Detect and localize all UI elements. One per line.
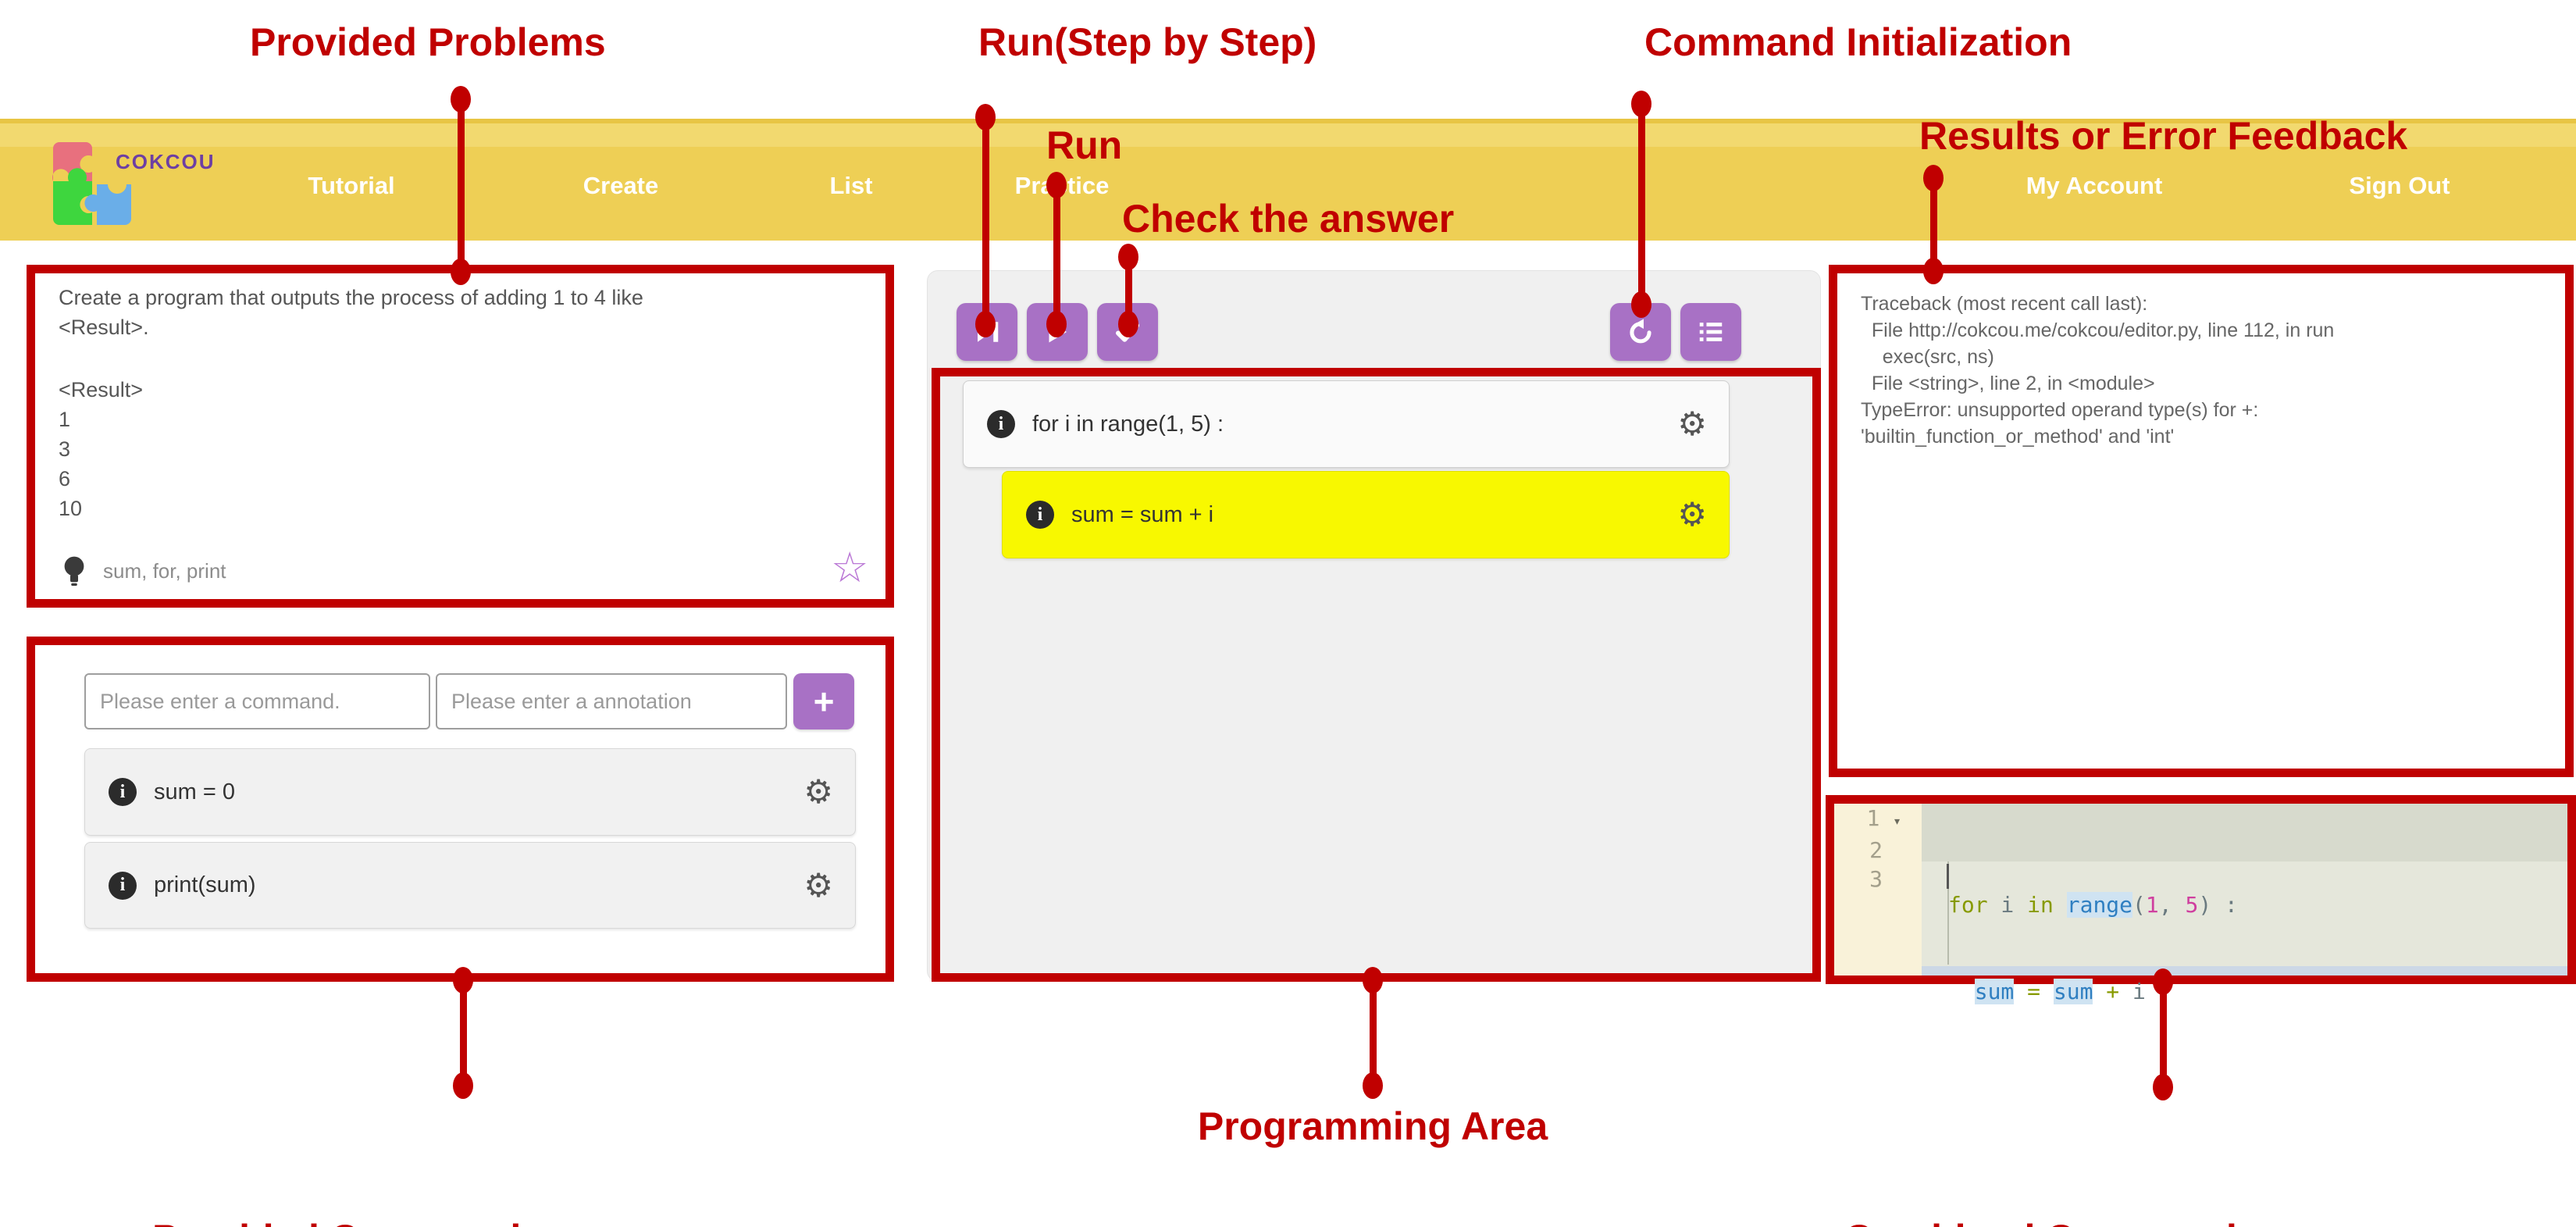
traceback-line: Traceback (most recent call last):	[1861, 293, 2148, 315]
annotation-run: Run	[1046, 123, 1123, 167]
result-value: 3	[59, 437, 71, 461]
traceback-line: File http://cokcou.me/cokcou/editor.py, …	[1861, 319, 2335, 341]
connector-dot	[1631, 291, 1651, 318]
annotation-run-step: Run(Step by Step)	[978, 20, 1317, 64]
connector-dot	[1363, 1072, 1383, 1099]
traceback-line: 'builtin_function_or_method' and 'int'	[1861, 426, 2175, 448]
plus-icon: +	[813, 681, 835, 722]
result-value: 6	[59, 467, 71, 490]
results-output-panel: Traceback (most recent call last): File …	[1829, 265, 2574, 777]
active-lines-band	[1922, 804, 2567, 861]
annotation-check-answer: Check the answer	[1122, 197, 1455, 241]
info-icon: i	[109, 871, 137, 900]
connector-dot	[1046, 311, 1067, 337]
workspace-block-sum-highlighted[interactable]: i sum = sum + i ⚙	[1002, 471, 1730, 558]
cokcou-logo-icon[interactable]	[45, 136, 137, 231]
connector-dot	[1118, 244, 1138, 270]
hint-keywords: sum, for, print	[103, 559, 226, 583]
annotation-results-feedback: Results or Error Feedback	[1919, 114, 2408, 158]
command-block-print[interactable]: i print(sum) ⚙	[84, 842, 856, 929]
block-code: print(sum)	[154, 872, 256, 897]
annotation-programming-area: Programming Area	[1197, 1104, 1548, 1148]
provided-problems-panel	[27, 265, 894, 608]
result-value: 1	[59, 408, 71, 431]
lightbulb-icon	[61, 555, 87, 589]
info-icon: i	[109, 778, 137, 806]
info-icon: i	[1026, 501, 1054, 529]
command-block-sum0[interactable]: i sum = 0 ⚙	[84, 748, 856, 836]
annotation-input[interactable]	[436, 673, 787, 729]
editor-content[interactable]: for i in range(1, 5) : sum = sum + i	[1922, 804, 2567, 1004]
nav-item-my-account[interactable]: My Account	[2026, 172, 2163, 199]
add-command-button[interactable]: +	[793, 673, 854, 729]
connector-line	[2160, 978, 2167, 1087]
traceback-line: File <string>, line 2, in <module>	[1861, 373, 2155, 394]
fold-caret-icon[interactable]: ▾	[1893, 813, 1901, 829]
connector-dot	[2153, 1074, 2173, 1100]
gear-icon[interactable]: ⚙	[803, 773, 833, 810]
connector-dot	[453, 967, 473, 993]
problem-text-line2: <Result>.	[59, 316, 149, 339]
connector-dot	[975, 311, 996, 337]
nav-item-list[interactable]: List	[829, 172, 873, 199]
brand-name: COKCOU	[116, 150, 216, 173]
connector-dot	[451, 86, 471, 112]
connector-dot	[2153, 968, 2173, 995]
nav-item-create[interactable]: Create	[583, 172, 659, 199]
text-cursor	[1947, 864, 1949, 889]
connector-dot	[1923, 258, 1944, 284]
list-button[interactable]	[1680, 303, 1741, 361]
connector-dot	[1046, 172, 1067, 198]
annotation-provided-problems: Provided Problems	[250, 20, 606, 64]
annotation-provided-commands: Provided Commands (Block-based Python Co…	[152, 1098, 662, 1227]
traceback-line: TypeError: unsupported operand type(s) f…	[1861, 399, 2259, 421]
connector-line	[1638, 104, 1645, 305]
editor-gutter: 1 ▾ 2 3	[1834, 804, 1922, 976]
result-header: <Result>	[59, 378, 144, 401]
indent-guide	[1947, 861, 1949, 965]
list-icon	[1696, 317, 1726, 347]
traceback-line: exec(src, ns)	[1861, 346, 1994, 368]
connector-dot	[1363, 967, 1383, 993]
connector-dot	[1118, 311, 1138, 337]
undo-icon	[1626, 317, 1655, 347]
annotation-command-init: Command Initialization	[1644, 20, 2072, 64]
connector-line	[1053, 185, 1060, 324]
editor-scrollbar[interactable]	[1922, 966, 2567, 976]
block-code: sum = 0	[154, 779, 235, 804]
connector-dot	[451, 259, 471, 285]
nav-item-sign-out[interactable]: Sign Out	[2349, 172, 2450, 199]
annotation-combined-commands: Combined Commands (Text-based Python Cod…	[1844, 1098, 2325, 1227]
problem-text-line1: Create a program that outputs the proces…	[59, 286, 643, 309]
star-favorite-icon[interactable]: ☆	[831, 544, 869, 591]
connector-line	[1370, 978, 1377, 1086]
code-line-2: sum = sum + i	[1974, 979, 2146, 1004]
connector-line	[1125, 256, 1132, 324]
connector-line	[460, 978, 467, 1086]
connector-line	[1930, 178, 1937, 271]
connector-dot	[1631, 91, 1651, 117]
gear-icon[interactable]: ⚙	[803, 866, 833, 904]
workspace-block-for[interactable]: i for i in range(1, 5) : ⚙	[963, 380, 1730, 468]
connector-dot	[453, 1072, 473, 1099]
info-icon: i	[987, 410, 1015, 438]
nav-item-tutorial[interactable]: Tutorial	[308, 172, 395, 199]
gear-icon[interactable]: ⚙	[1677, 496, 1707, 533]
result-value: 10	[59, 497, 83, 520]
code-line-1: for i in range(1, 5) :	[1948, 892, 2238, 918]
navbar: COKCOU Tutorial Create List Practice My …	[0, 119, 2576, 241]
connector-dot	[975, 104, 996, 130]
connector-line	[982, 117, 989, 324]
block-code: sum = sum + i	[1071, 501, 1214, 527]
block-code: for i in range(1, 5) :	[1032, 411, 1224, 437]
command-input[interactable]	[84, 673, 430, 729]
connector-dot	[1923, 165, 1944, 191]
gear-icon[interactable]: ⚙	[1677, 405, 1707, 442]
connector-line	[458, 99, 465, 272]
